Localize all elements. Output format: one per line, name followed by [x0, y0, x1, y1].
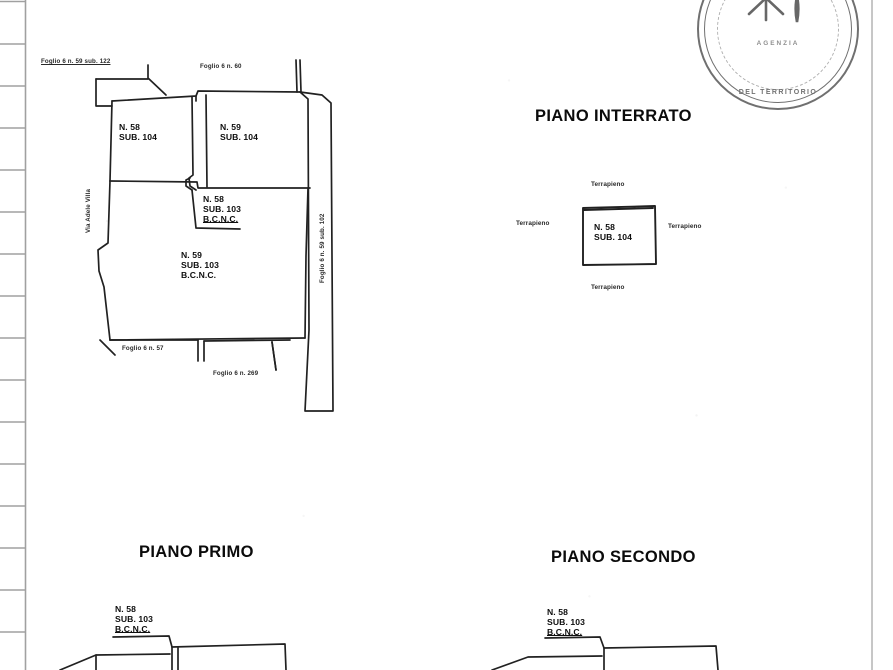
floor-title-piano-primo: PIANO PRIMO [139, 543, 254, 561]
unit-label-58-103-ground: N. 58 SUB. 103 B.C.N.C. [203, 194, 241, 224]
label-terrapieno-bottom: Terrapieno [591, 284, 625, 291]
unit-sub: SUB. 104 [594, 232, 633, 243]
label-terrapieno-top: Terrapieno [591, 181, 625, 188]
unit-number: N. 58 [115, 604, 137, 614]
unit-label-58-104-interrato: N. 58 SUB. 104 [594, 222, 632, 242]
unit-sub: SUB. 103 [181, 260, 220, 271]
unit-number: N. 58 [547, 607, 569, 617]
unit-sub: SUB. 104 [119, 132, 158, 143]
label-foglio-60: Foglio 6 n. 60 [200, 63, 242, 70]
unit-label-58-103-secondo: N. 58 SUB. 103 B.C.N.C. [547, 607, 585, 637]
unit-label-58-103-primo: N. 58 SUB. 103 B.C.N.C. [115, 604, 153, 634]
unit-label-59-103-ground: N. 59 SUB. 103 B.C.N.C. [181, 250, 219, 280]
unit-label-58-104-ground: N. 58 SUB. 104 [119, 122, 157, 142]
unit-number: N. 59 [220, 122, 242, 132]
unit-sub: SUB. 103 [547, 617, 586, 628]
unit-note: B.C.N.C. [115, 624, 151, 635]
unit-sub: SUB. 103 [203, 204, 242, 215]
label-foglio-269: Foglio 6 n. 269 [213, 370, 259, 377]
floor-title-piano-secondo: PIANO SECONDO [551, 548, 696, 566]
label-terrapieno-left: Terrapieno [516, 220, 550, 227]
unit-note: B.C.N.C. [181, 270, 217, 281]
unit-sub: SUB. 104 [220, 132, 259, 143]
floor-title-piano-interrato: PIANO INTERRATO [535, 107, 692, 125]
unit-note: B.C.N.C. [547, 627, 583, 638]
unit-number: N. 58 [203, 194, 225, 204]
unit-number: N. 58 [119, 122, 141, 132]
unit-number: N. 58 [594, 222, 616, 232]
label-foglio-57: Foglio 6 n. 57 [122, 345, 164, 352]
unit-number: N. 59 [181, 250, 203, 260]
label-foglio-59-122: Foglio 6 n. 59 sub. 122 [41, 58, 111, 65]
label-terrapieno-right: Terrapieno [668, 223, 702, 230]
unit-note: B.C.N.C. [203, 214, 239, 225]
unit-label-59-104-ground: N. 59 SUB. 104 [220, 122, 258, 142]
unit-sub: SUB. 103 [115, 614, 154, 625]
